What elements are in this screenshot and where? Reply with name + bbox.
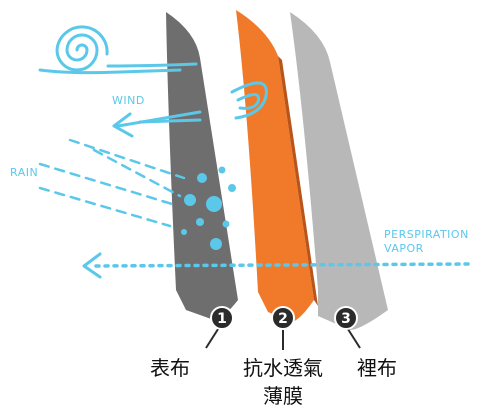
- arrow-left-icon: [82, 252, 102, 279]
- layer-2-label-line2: 薄膜: [263, 384, 303, 408]
- layer-1-label: 表布: [150, 356, 190, 380]
- layer-1-badge: 1: [210, 306, 234, 330]
- wind-arrows: [112, 81, 268, 138]
- perspiration-vapor-arrow: [82, 252, 472, 279]
- layer-1-number: 1: [217, 311, 227, 327]
- layer-3-number: 3: [341, 311, 351, 327]
- layer-2-label-line1: 抗水透氣: [243, 356, 323, 380]
- layer-3-badge: 3: [334, 306, 358, 330]
- wind-swirl-icon: [38, 25, 198, 75]
- layer-1-outer-fabric: [166, 12, 238, 320]
- rain-label: RAIN: [10, 166, 38, 179]
- layer-2-membrane-edge: [278, 56, 318, 306]
- layer-2-number: 2: [278, 311, 288, 327]
- layer-3-label: 裡布: [357, 356, 397, 380]
- perspiration-label: PERSPIRATION: [384, 228, 469, 241]
- wind-label: WIND: [112, 94, 145, 107]
- layer-2-badge: 2: [271, 306, 295, 330]
- vapor-label: VAPOR: [384, 242, 424, 255]
- layer-3-lining: [290, 12, 388, 330]
- rain-streaks: [38, 138, 186, 228]
- layer-2-membrane: [236, 10, 314, 322]
- rain-drops-icon: [181, 166, 236, 250]
